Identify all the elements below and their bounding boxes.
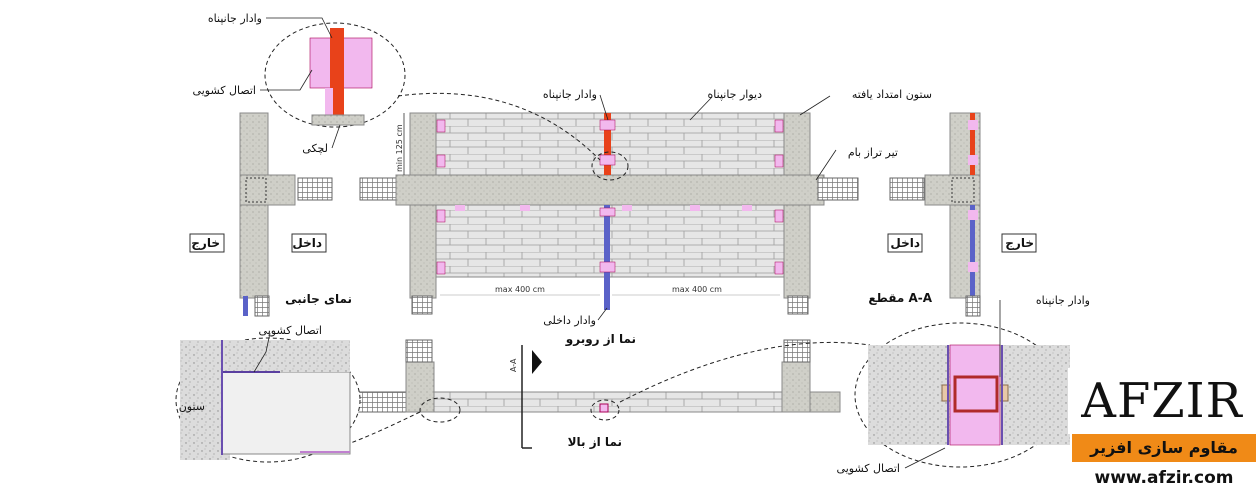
label-top-view: نما از بالا <box>568 435 622 449</box>
leader-lines <box>253 17 1001 469</box>
label-shim: لچکی <box>302 142 328 155</box>
afzir-logo: AFZIR مقاوم سازی افزیر www.afzir.com <box>1068 368 1256 492</box>
label-inside-right: داخل <box>890 236 920 250</box>
zoom-detail-bottom-right <box>854 322 1070 468</box>
label-section-mark: A-A <box>509 358 518 372</box>
slab-front-right <box>817 177 859 201</box>
label-section: مقطع A-A <box>868 291 932 305</box>
label-outside-right: خارج <box>1005 236 1034 250</box>
label-roof-beam: تیر تراز بام <box>848 146 898 159</box>
label-inner-post: وادار داخلی <box>543 314 596 327</box>
front-view <box>359 112 859 315</box>
label-slip-joint-bottom-left: اتصال کشویی <box>259 324 322 337</box>
post-blue-side-left <box>243 296 248 316</box>
logo-tagline: مقاوم سازی افزیر <box>1072 434 1256 462</box>
label-slip-joint-top: اتصال کشویی <box>193 84 256 97</box>
post-plan-zoom <box>953 375 999 413</box>
column-plan-left <box>405 361 435 413</box>
zoom-detail-top <box>264 22 601 161</box>
post-blue-front <box>604 205 610 310</box>
label-parapet-wall: دیوار جانپناه <box>708 88 763 101</box>
slab-front-left <box>359 177 401 201</box>
label-parapet-post-top: وادار جانپناه <box>208 12 262 25</box>
beam-side-left <box>239 174 296 206</box>
label-column: ستون <box>179 400 205 413</box>
top-view <box>334 339 871 449</box>
side-view-left <box>239 112 333 317</box>
section-aa <box>889 112 981 317</box>
column-plan-right <box>781 361 811 413</box>
label-inside-left: داخل <box>292 236 322 250</box>
label-parapet-post-right: وادار جانپناه <box>1036 294 1090 307</box>
label-max-span-right: max 400 cm <box>672 285 722 294</box>
label-side-view: نمای جانبی <box>285 292 352 306</box>
label-extended-column: ستون امتداد یافته <box>852 88 932 101</box>
labels: وادار جانپناه اتصال کشویی لچکی وادار جان… <box>179 12 1090 475</box>
post-red-front <box>604 113 611 175</box>
label-parapet-post-mid: وادار جانپناه <box>543 88 597 101</box>
label-slip-joint-bottom-right: اتصال کشویی <box>837 462 900 475</box>
logo-brand: AFZIR <box>1068 368 1256 434</box>
slab-left <box>297 177 333 201</box>
label-max-span-left: max 400 cm <box>495 285 545 294</box>
roof-beam <box>395 174 825 206</box>
label-min-height: min 125 cm <box>395 124 404 172</box>
zoom-detail-bottom-left <box>175 337 361 463</box>
logo-url: www.afzir.com <box>1072 464 1256 492</box>
label-front-view: نما از روبرو <box>565 332 636 347</box>
post-red-zoom <box>330 28 344 123</box>
label-outside-left: خارج <box>191 236 220 250</box>
